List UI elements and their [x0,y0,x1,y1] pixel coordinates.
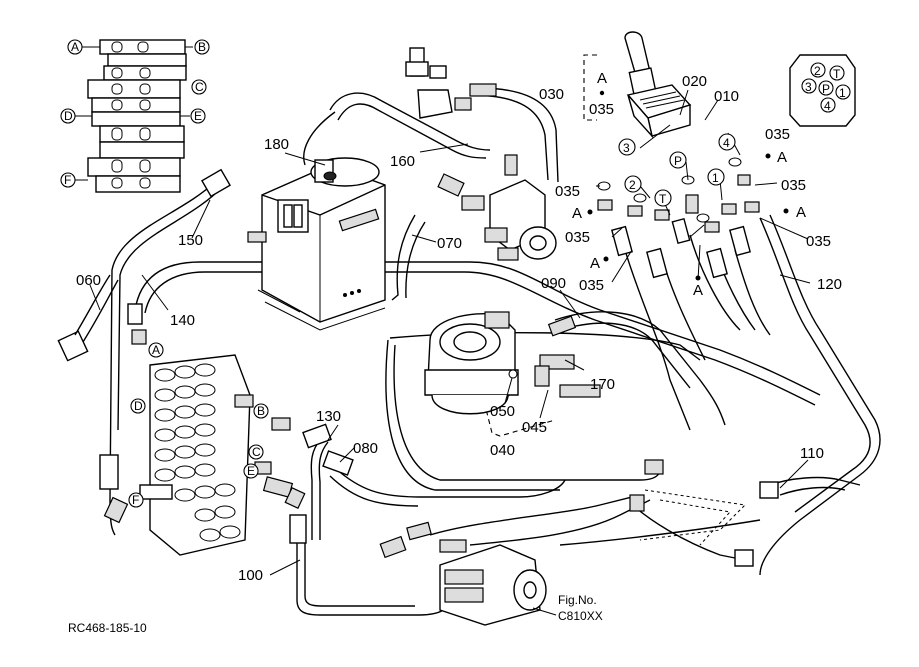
fig-no-label: Fig.No. [558,593,597,607]
control-valve [139,354,307,556]
marker-a-1: A [777,149,787,166]
port-e-valve: E [247,464,255,478]
label-120: 120 [817,276,842,293]
label-050: 050 [490,403,515,420]
label-140: 140 [170,312,195,329]
solenoid-valve [437,154,557,261]
marker-a-2: A [572,205,582,222]
label-130: 130 [316,408,341,425]
label-035-d: 035 [565,229,590,246]
left-fittings [57,168,354,524]
plate-port-p: P [822,82,830,96]
plate-port-1: 1 [839,86,846,100]
label-035-b: 035 [555,183,580,200]
port-3-joystick: 3 [623,141,630,155]
port-e-schematic: E [194,109,202,123]
plate-port-3: 3 [805,80,812,94]
port-1-joystick: 1 [712,171,719,185]
port-f-valve: F [132,493,139,507]
part-labels: 180 160 150 060 140 070 090 170 050 045 … [68,73,842,635]
port-d-valve: D [134,399,143,413]
marker-a-3: A [796,204,806,221]
leader-lines [89,89,811,616]
port-a-schematic: A [71,40,79,54]
plate-port-2: 2 [814,64,821,78]
port-b-valve: B [257,404,265,418]
fig-no-value: C810XX [558,609,603,623]
plate-port-4: 4 [824,99,831,113]
port-c-schematic: C [195,80,204,94]
label-110: 110 [800,445,824,462]
label-070: 070 [437,235,462,252]
label-045: 045 [522,419,547,436]
label-150: 150 [178,232,203,249]
marker-a-4: A [590,255,600,272]
joystick-fittings [597,157,760,279]
label-035-f: 035 [579,277,604,294]
label-040: 040 [490,442,515,459]
port-4-joystick: 4 [723,136,730,150]
label-080: 080 [353,440,378,457]
right-fittings [629,459,779,567]
marker-a-5: A [693,282,703,299]
label-035-bracket: 035 [589,101,614,118]
port-p-joystick: P [674,154,682,168]
label-035-a: 035 [765,126,790,143]
marker-a-bracket: A [597,70,607,87]
label-010: 010 [714,88,739,105]
port-c-valve: C [252,445,261,459]
label-180: 180 [264,136,289,153]
hydraulic-pump [424,311,601,415]
label-160: 160 [390,153,415,170]
label-170: 170 [590,376,615,393]
port-f-schematic: F [64,173,71,187]
label-035-e: 035 [806,233,831,250]
doc-reference: RC468-185-10 [68,621,147,635]
bracket-030 [583,54,597,121]
label-020: 020 [682,73,707,90]
hydraulic-tank [257,157,386,331]
label-030: 030 [539,86,564,103]
port-t-joystick: T [659,192,667,206]
lower-valve-block [379,521,547,626]
port-2-joystick: 2 [629,178,636,192]
pilot-joystick [624,31,692,139]
label-060: 060 [76,272,101,289]
plate-port-t: T [833,67,841,81]
port-markers: A B C D E F A D B C E F 3 P 4 2 1 T [60,39,851,508]
pressure-switch [405,47,497,119]
port-b-schematic: B [198,40,206,54]
label-035-c: 035 [781,177,806,194]
valve-schematic [75,39,193,193]
label-100: 100 [238,567,263,584]
label-090: 090 [541,275,566,292]
port-a-valve: A [152,343,160,357]
port-d-schematic: D [64,109,73,123]
